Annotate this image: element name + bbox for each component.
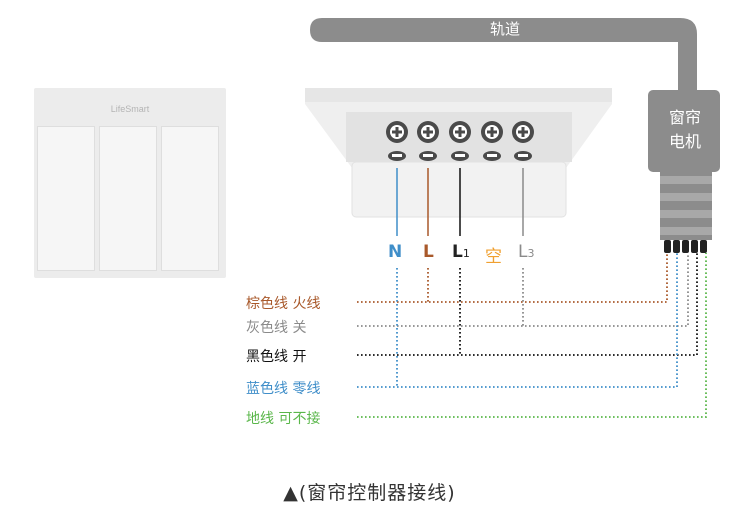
switch-key-right bbox=[161, 126, 219, 271]
curtain-motor bbox=[648, 90, 720, 172]
curtain-track bbox=[310, 18, 697, 50]
wire-label-black: 黑色线 开 bbox=[246, 349, 307, 365]
terminal-label-n: N bbox=[388, 242, 403, 262]
screw-l1 bbox=[449, 121, 471, 161]
motor-pin-5 bbox=[700, 240, 707, 253]
screw-l bbox=[417, 121, 439, 161]
dotted-wires bbox=[357, 253, 707, 418]
switch-key-middle bbox=[99, 126, 157, 271]
motor-plug-stripe-3 bbox=[660, 210, 712, 218]
wire-label-blue: 蓝色线 零线 bbox=[246, 381, 321, 397]
terminal-label-l1: L1 bbox=[452, 242, 470, 262]
motor-plug-stripe-4 bbox=[660, 227, 712, 235]
switch-key-left bbox=[37, 126, 95, 271]
terminal-screws bbox=[386, 121, 534, 161]
motor-pin-2 bbox=[673, 240, 680, 253]
wire-black-open bbox=[357, 253, 698, 356]
wire-label-brown: 棕色线 火线 bbox=[246, 296, 321, 312]
wire-label-grey: 灰色线 关 bbox=[246, 320, 307, 336]
controller-housing-top bbox=[305, 88, 612, 102]
terminal-label-l3: L3 bbox=[518, 242, 535, 262]
track-drop bbox=[678, 40, 697, 94]
screw-n bbox=[386, 121, 408, 161]
terminal-label-l: L bbox=[423, 242, 434, 262]
motor-label: 窗帘 电机 bbox=[652, 106, 718, 154]
wire-brown-live bbox=[357, 253, 668, 303]
wire-green-ground bbox=[357, 253, 707, 418]
controller-body bbox=[351, 161, 567, 218]
motor-pin-4 bbox=[691, 240, 698, 253]
motor-plug-stripe-2 bbox=[660, 193, 712, 201]
wire-blue-neutral bbox=[357, 253, 678, 388]
screw-l3 bbox=[512, 121, 534, 161]
panel-brand-text: LifeSmart bbox=[110, 104, 150, 114]
diagram-caption: ▲(窗帘控制器接线) bbox=[283, 482, 456, 504]
wire-label-green: 地线 可不接 bbox=[246, 411, 321, 427]
track-label: 轨道 bbox=[489, 20, 520, 38]
screw-empty bbox=[481, 121, 503, 161]
motor-pin-1 bbox=[664, 240, 671, 253]
motor-label-line2: 电机 bbox=[668, 132, 701, 151]
motor-label-line1: 窗帘 bbox=[668, 108, 701, 127]
terminal-label-empty: 空 bbox=[485, 247, 502, 267]
motor-pin-3 bbox=[682, 240, 689, 253]
motor-plug-stripe-1 bbox=[660, 176, 712, 184]
